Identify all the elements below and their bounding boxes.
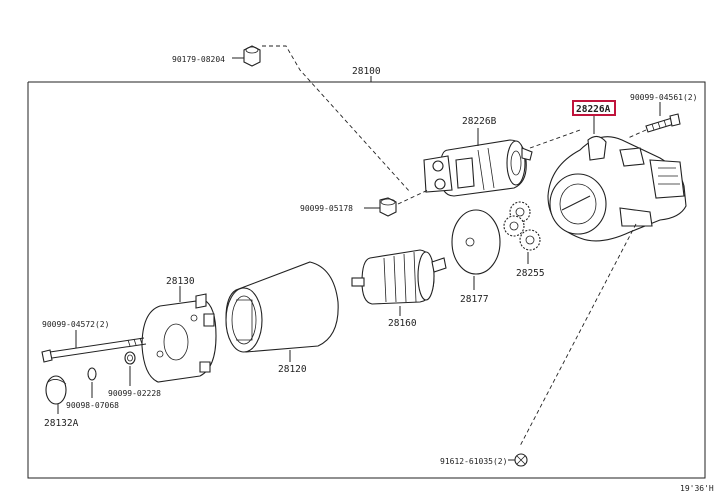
label-28120[interactable]: 28120: [278, 364, 307, 375]
label-28130[interactable]: 28130: [166, 276, 195, 287]
ring-90098-07068-icon[interactable]: [87, 367, 97, 381]
label-28160[interactable]: 28160: [388, 318, 417, 329]
label-90099-04561[interactable]: 90099-04561(2): [630, 93, 697, 102]
end-frame-28130-icon[interactable]: [141, 293, 217, 383]
label-90099-04572[interactable]: 90099-04572(2): [42, 320, 109, 329]
label-28177[interactable]: 28177: [460, 294, 489, 305]
label-28100[interactable]: 28100: [352, 66, 381, 77]
label-28132a[interactable]: 28132A: [44, 418, 79, 429]
diagram-reference-code: 19'36'H: [680, 484, 714, 493]
bolt-91612-icon[interactable]: [514, 453, 528, 467]
leader-dash: [519, 223, 637, 447]
label-90099-02228[interactable]: 90099-02228: [108, 389, 161, 398]
nut-90179-icon[interactable]: [232, 45, 261, 67]
label-90179-08204[interactable]: 90179-08204: [172, 55, 225, 64]
washer-90099-05178-icon[interactable]: [379, 197, 397, 217]
armature-28160-icon[interactable]: [351, 249, 447, 305]
assembly-frame: [27, 81, 706, 479]
leader-dash: [262, 45, 411, 193]
leader-dash: [397, 189, 429, 205]
label-91612-61035[interactable]: 91612-61035(2): [440, 457, 507, 466]
leader-dash: [627, 129, 647, 139]
yoke-28120-icon[interactable]: [225, 261, 339, 353]
label-28226a[interactable]: 28226A: [576, 104, 611, 115]
label-28226b[interactable]: 28226B: [462, 116, 497, 127]
bolt-90099-04561-icon[interactable]: [645, 113, 681, 133]
cap-28132a-icon[interactable]: [45, 375, 67, 405]
label-90099-05178[interactable]: 90099-05178: [300, 204, 353, 213]
selected-part-highlight: [572, 100, 616, 116]
planetary-gears-28255-icon[interactable]: [503, 201, 541, 251]
solenoid-28226b-icon[interactable]: [423, 139, 533, 197]
drive-housing-28226a-icon[interactable]: [547, 135, 687, 242]
plate-28177-icon[interactable]: [451, 209, 501, 275]
leader-dash: [529, 129, 581, 149]
washer-90099-02228-icon[interactable]: [124, 351, 136, 365]
label-90098-07068[interactable]: 90098-07068: [66, 401, 119, 410]
label-28255[interactable]: 28255: [516, 268, 545, 279]
through-bolt-90099-04572-icon[interactable]: [41, 337, 147, 363]
